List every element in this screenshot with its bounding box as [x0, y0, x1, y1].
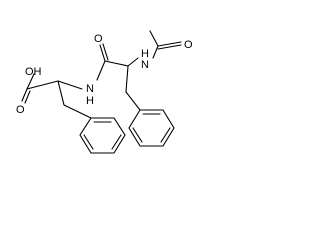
- bond-acid-c-o-double-2: [24, 90, 31, 104]
- ring-right-double-2: [160, 127, 171, 143]
- bond-alpha2-ch2: [125, 65, 129, 93]
- bond-ch2-ring2: [125, 91, 141, 111]
- molecule-structure: OH O N H O N H O: [16, 30, 193, 154]
- atom-label-acetamide-h: H: [141, 48, 149, 60]
- bond-acid-c-o-double-1: [21, 88, 28, 102]
- ring-left-double-2: [111, 134, 122, 150]
- atom-label-amide-n: N: [86, 83, 94, 95]
- atom-label-amide-o: O: [94, 33, 103, 45]
- atom-label-oh: OH: [25, 66, 42, 78]
- bond-n-acetyl-c: [152, 45, 159, 59]
- bond-acid-c-alpha: [26, 80, 59, 90]
- bond-alpha-n: [57, 80, 83, 90]
- atom-label-amide-h: H: [86, 95, 94, 107]
- ring-right-double-3: [132, 127, 143, 143]
- bond-ch2-ring: [63, 104, 92, 119]
- bond-alpha2-n: [127, 57, 139, 67]
- ring-left-double-3: [83, 134, 94, 150]
- bond-amide-co-2: [102, 43, 109, 61]
- bond-acetyl-co-1: [157, 41, 182, 47]
- atom-label-acetyl-o: O: [184, 39, 193, 51]
- bond-alpha-ch2: [57, 80, 65, 106]
- bond-amide-co-1: [99, 44, 106, 62]
- bond-acetyl-co-2: [157, 44, 182, 50]
- bond-acetyl-methyl: [149, 30, 159, 47]
- phenyl-ring-right: [128, 109, 175, 147]
- bond-n-carbonyl: [96, 60, 106, 81]
- molecule-diagram: OH O N H O N H O: [0, 0, 214, 176]
- phenyl-ring-left: [79, 117, 126, 154]
- bond-acid-c-oh: [26, 73, 35, 90]
- atom-label-acid-o: O: [16, 104, 25, 116]
- bond-carbonyl-alpha2: [104, 60, 129, 67]
- atom-label-acetamide-n: N: [141, 59, 149, 71]
